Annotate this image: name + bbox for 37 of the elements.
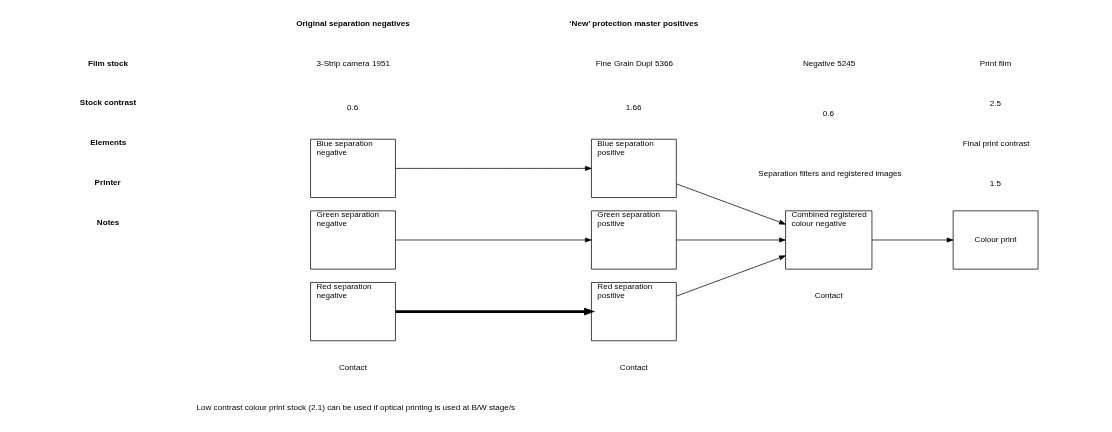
- label: Contact: [338, 362, 367, 372]
- arrow: [871, 237, 954, 243]
- label: 3-Strip camera 1951: [316, 59, 390, 69]
- node-box: Green separation positive: [591, 210, 677, 270]
- node-box: Combined registered colour negative: [785, 210, 873, 270]
- label: Printer: [94, 178, 121, 188]
- label: Film stock: [87, 58, 129, 68]
- node-box: Red separation positive: [591, 282, 677, 342]
- label: Original separation negatives: [296, 18, 410, 28]
- node-box: Blue separation positive: [591, 138, 677, 198]
- node-box: Red separation negative: [310, 282, 396, 342]
- label: Elements: [90, 138, 127, 148]
- label: 0.6: [347, 102, 359, 112]
- label: Separation filters and registered images: [758, 168, 902, 178]
- arrow: [676, 183, 786, 225]
- label: ‘New’ protection master positives: [569, 18, 699, 28]
- arrow: [395, 165, 592, 171]
- label: Contact: [814, 291, 843, 301]
- label: Low contrast colour print stock (2.1) can be used if optical printing is used at B/W stage/s: [196, 402, 516, 412]
- node-box: Blue separation negative: [310, 138, 396, 198]
- label: 1.5: [989, 178, 1001, 188]
- node-box: Colour print: [952, 210, 1039, 270]
- label: Print film: [979, 59, 1012, 69]
- label: 0.6: [822, 108, 835, 118]
- label: 1.66: [625, 102, 642, 112]
- arrow: [676, 255, 786, 297]
- label: Stock contrast: [79, 98, 137, 108]
- label: Fine Grain Dupl 5366: [595, 59, 673, 69]
- label: Final print contrast: [962, 139, 1030, 149]
- label: Notes: [96, 218, 120, 228]
- label: 2.5: [989, 99, 1001, 109]
- arrow: [395, 307, 596, 316]
- label: Contact: [619, 362, 648, 372]
- node-box: Green separation negative: [310, 210, 396, 270]
- arrow: [676, 237, 786, 243]
- arrow: [395, 237, 592, 243]
- label: Negative 5245: [802, 59, 856, 69]
